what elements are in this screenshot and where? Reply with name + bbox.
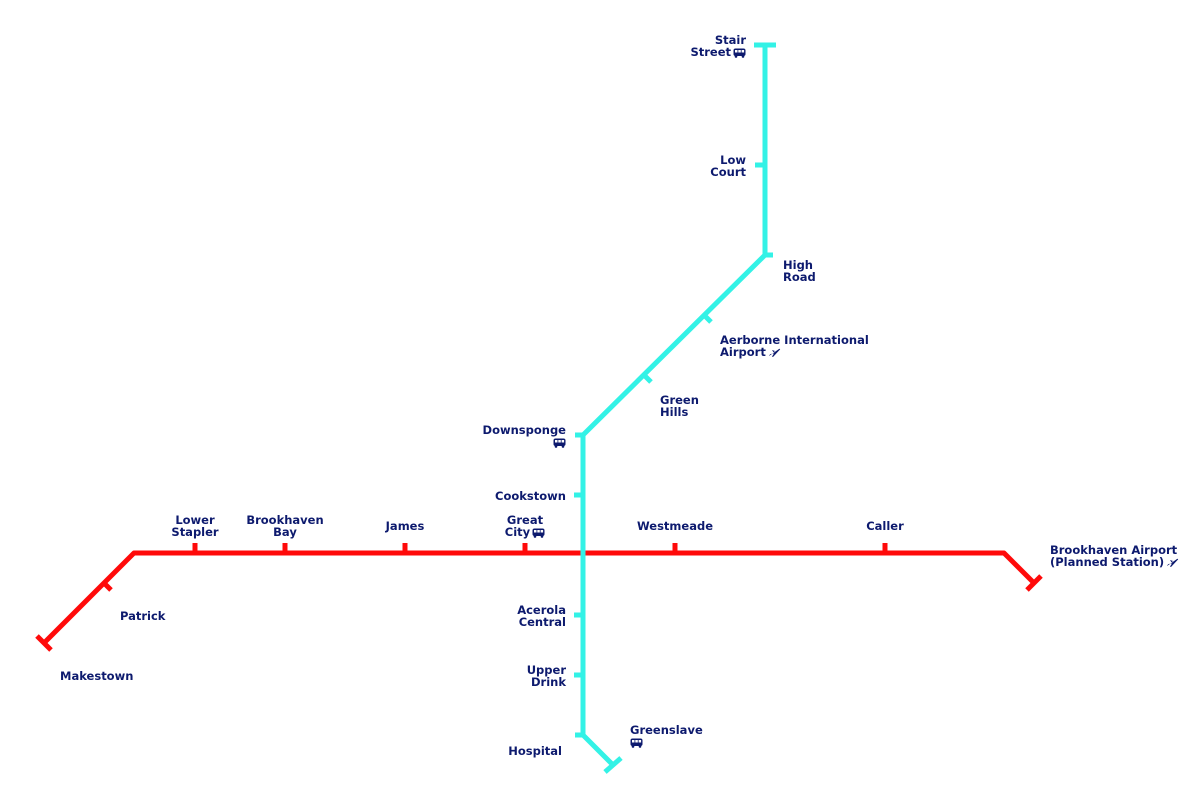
- station-label-makestown: Makestown: [60, 669, 134, 683]
- station-label-upper-drink: Upper Drink: [526, 663, 566, 689]
- cyan-tick-aerborne-airport: [702, 313, 713, 324]
- plane-icon: [768, 348, 780, 357]
- red-terminus-brookhaven-airport: [1025, 574, 1043, 592]
- station-label-stair-street: Stair Street: [690, 33, 746, 59]
- station-label-aerborne-airport: Aerborne International Airport: [720, 333, 869, 359]
- station-label-patrick: Patrick: [120, 609, 166, 623]
- red-terminus-makestown: [35, 634, 53, 652]
- station-label-green-hills: Green Hills: [660, 393, 699, 419]
- station-label-downsponge: Downsponge: [483, 424, 566, 448]
- station-label-acerola-central: Acerola Central: [517, 603, 566, 629]
- red-tick-patrick: [102, 581, 113, 592]
- bus-icon: [733, 48, 746, 58]
- station-label-brookhaven-airport: Brookhaven Airport (Planned Station): [1050, 543, 1179, 569]
- station-label-westmeade: Westmeade: [637, 519, 713, 533]
- red-line: [42, 550, 1036, 645]
- station-label-great-city: Great City: [495, 514, 555, 538]
- station-label-brookhaven-bay: Brookhaven Bay: [246, 513, 324, 539]
- bus-icon: [630, 738, 643, 748]
- station-label-lower-stapler: Lower Stapler: [171, 513, 219, 539]
- cyan-tick-green-hills: [642, 373, 653, 384]
- bus-icon: [532, 528, 545, 538]
- station-label-low-court: Low Court: [710, 153, 746, 179]
- cyan-terminus-hospital: [603, 756, 623, 774]
- plane-icon: [1167, 558, 1179, 567]
- bus-icon: [553, 438, 566, 448]
- station-label-cookstown: Cookstown: [495, 489, 566, 503]
- station-label-hospital: Hospital: [508, 744, 562, 758]
- station-label-greenslave: Greenslave: [630, 724, 703, 748]
- station-label-caller: Caller: [866, 519, 904, 533]
- station-label-james: James: [385, 519, 425, 533]
- station-label-high-road: High Road: [783, 258, 816, 284]
